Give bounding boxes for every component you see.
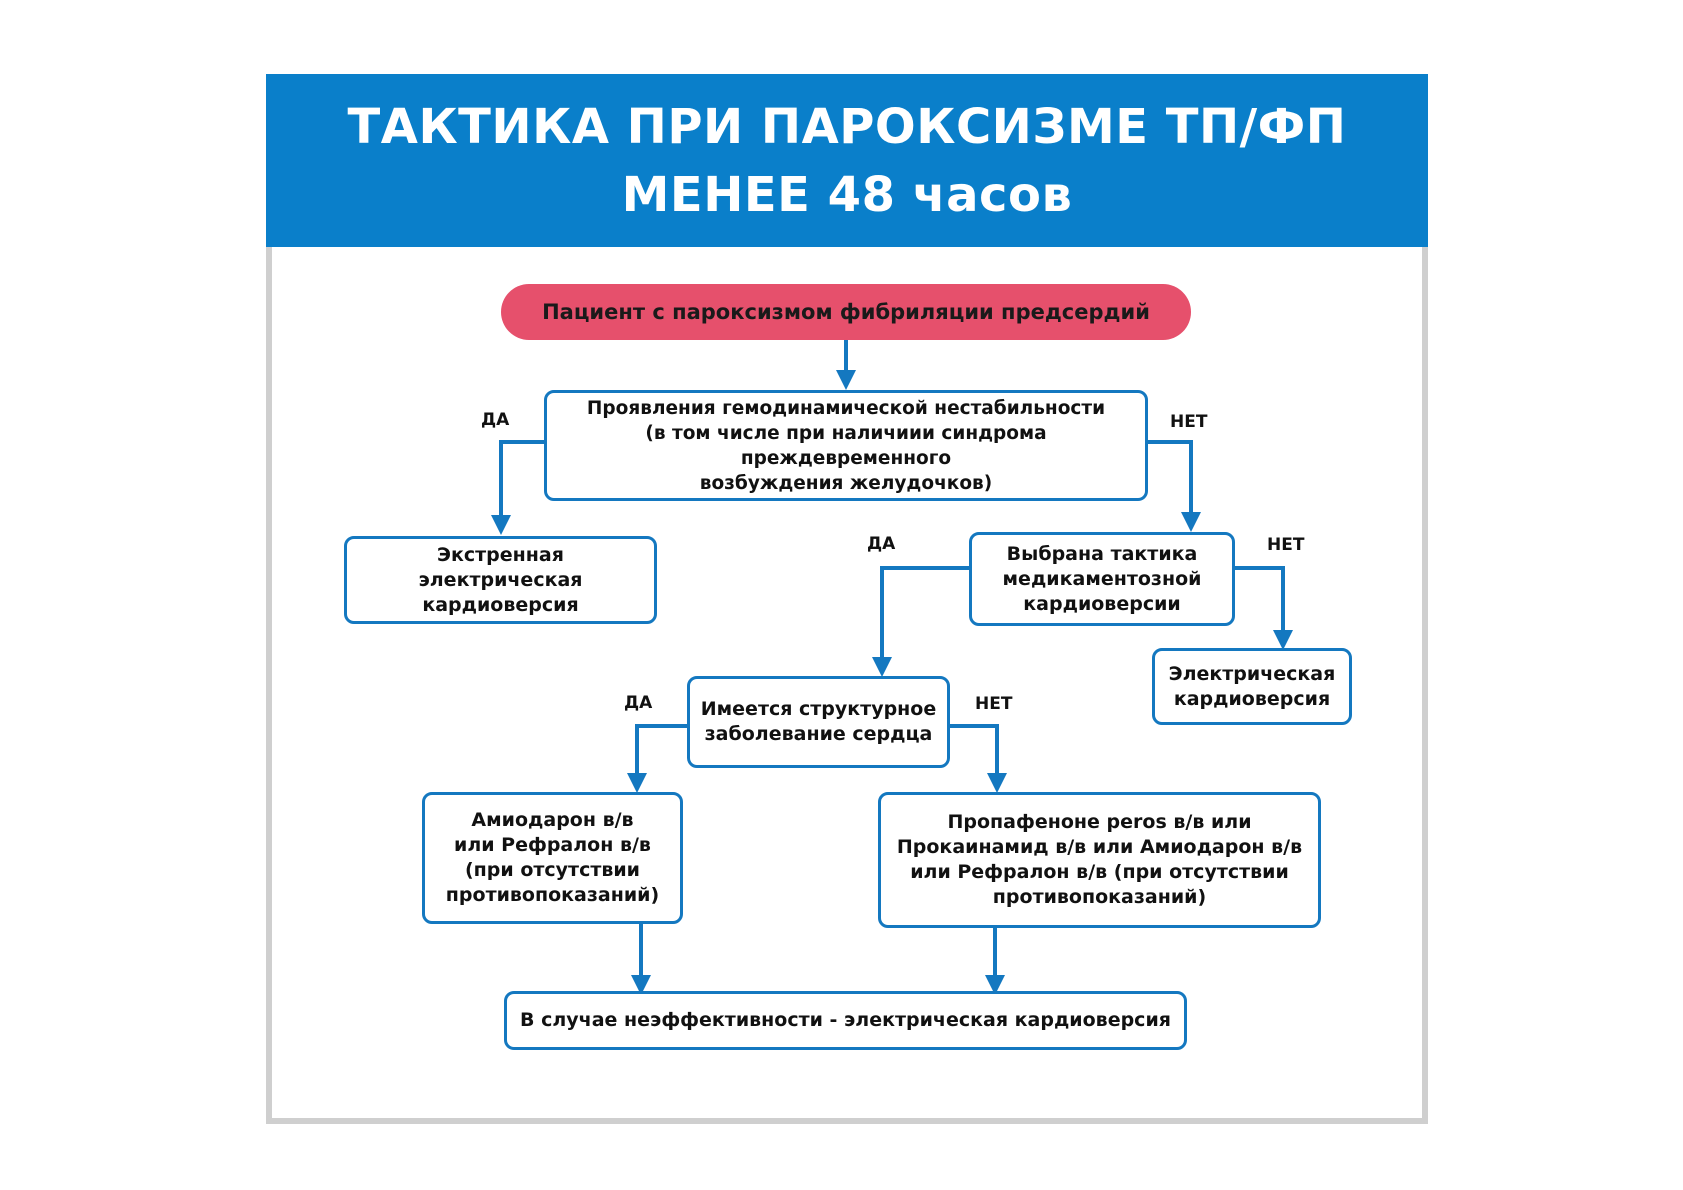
arrow-q2-no [1234, 566, 1293, 650]
propa-line2: Прокаинамид в/в или Амиодарон в/в [896, 836, 1303, 858]
decision-drug-cardioversion: Выбрана тактика медикаментозной кардиове… [969, 532, 1235, 626]
q1-line2: (в том числе при наличиии синдрома прежд… [645, 422, 1047, 469]
propa-line3: или Рефралон в/в (при отсутствии [910, 861, 1289, 883]
q2-no-label: НЕТ [1267, 535, 1305, 555]
amio-line2: или Рефралон в/в [454, 834, 651, 856]
decision-structural-heart-disease: Имеется структурное заболевание сердца [687, 676, 950, 768]
q3-no-label: НЕТ [975, 694, 1013, 714]
propafenone-box: Пропафеноне peros в/в или Прокаинамид в/… [878, 792, 1321, 928]
arrow-q3-yes [627, 724, 688, 793]
start-node-text: Пациент с пароксизмом фибриляции предсер… [542, 300, 1150, 324]
arrow-q1-yes [491, 440, 546, 535]
arrow-q1-no [1147, 440, 1201, 532]
q3-line2: заболевание сердца [704, 723, 933, 745]
arrow-q3-no [949, 724, 1007, 793]
amio-line3: (при отсутствии [465, 859, 640, 881]
electric-line2: кардиоверсия [1173, 687, 1331, 710]
q1-line3: возбуждения желудочков) [699, 472, 993, 494]
propa-line1: Пропафеноне peros в/в или [947, 811, 1252, 833]
start-node: Пациент с пароксизмом фибриляции предсер… [501, 284, 1191, 340]
q2-line2: медикаментозной [1002, 567, 1202, 590]
q2-line3: кардиоверсии [1023, 592, 1181, 615]
q3-yes-label: ДА [624, 693, 653, 713]
emergency-line1: Экстренная электрическая [418, 543, 583, 591]
q1-line1: Проявления гемодинамической нестабильнос… [586, 397, 1106, 419]
electric-cardioversion-box: Электрическая кардиоверсия [1152, 648, 1352, 725]
q2-line1: Выбрана тактика [1006, 542, 1198, 565]
final-text: В случае неэффективности - электрическая… [520, 1009, 1171, 1031]
q1-no-label: НЕТ [1170, 412, 1208, 432]
final-cardioversion-box: В случае неэффективности - электрическая… [504, 991, 1187, 1050]
q1-yes-label: ДА [481, 410, 510, 430]
amio-line1: Амиодарон в/в [471, 809, 634, 831]
emergency-line2: кардиоверсия [422, 593, 579, 616]
electric-line1: Электрическая [1168, 662, 1336, 685]
propa-line4: противопоказаний) [992, 886, 1207, 908]
diagram-header: ТАКТИКА ПРИ ПАРОКСИЗМЕ ТП/ФП МЕНЕЕ 48 ча… [266, 74, 1428, 247]
arrow-q2-yes [872, 566, 970, 677]
decision-hemodynamic-instability: Проявления гемодинамической нестабильнос… [544, 390, 1148, 501]
amio-line4: противопоказаний) [445, 884, 660, 906]
header-title-line1: ТАКТИКА ПРИ ПАРОКСИЗМЕ ТП/ФП [347, 98, 1347, 155]
emergency-cardioversion-box: Экстренная электрическая кардиоверсия [344, 536, 657, 624]
amiodarone-box: Амиодарон в/в или Рефралон в/в (при отсу… [422, 792, 683, 924]
q2-yes-label: ДА [867, 534, 896, 554]
header-title-line2: МЕНЕЕ 48 часов [621, 166, 1073, 223]
q3-line1: Имеется структурное [700, 698, 937, 720]
